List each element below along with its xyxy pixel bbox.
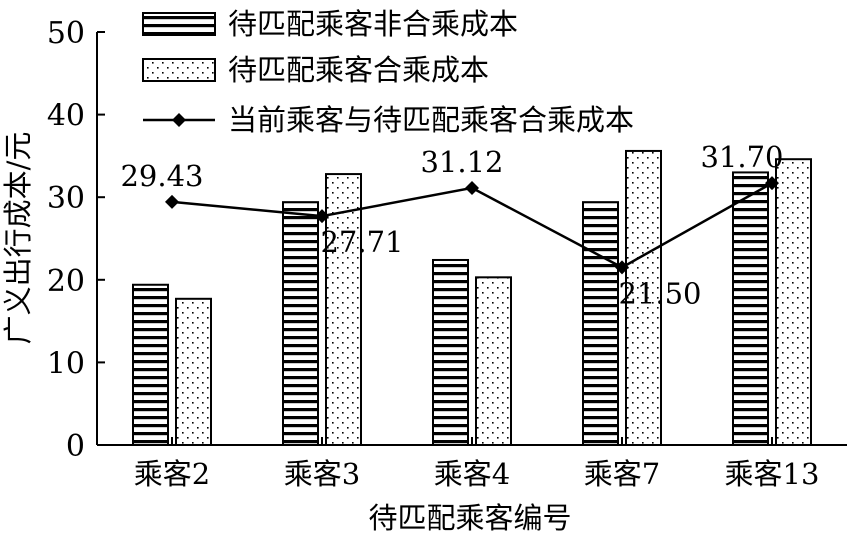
bar-non-shared-cost [432,258,469,447]
bar-shared-cost [475,276,512,446]
bar-shared-cost [175,297,212,446]
data-label: 31.12 [420,145,503,179]
bar-shared-cost [625,149,662,446]
bar-non-shared-cost [582,201,619,446]
line-point-marker [465,180,479,195]
bar-non-shared-cost [132,283,169,447]
legend-swatch-marker [172,113,186,127]
x-tick-label: 乘客3 [284,457,360,491]
y-tick-label: 50 [47,16,85,51]
plot-area: 29.43 27.71 31.12 21.50 31.70 [120,140,812,447]
legend-label: 待匹配乘客合乘成本 [228,53,489,87]
y-tick-label: 40 [47,99,85,134]
line-point-marker [315,209,329,224]
data-label: 31.70 [700,140,783,174]
y-tick-label: 10 [47,346,85,381]
y-axis-label: 广义出行成本/元 [1,132,35,345]
x-tick-label: 乘客2 [134,457,210,491]
data-label: 21.50 [618,276,701,310]
line-point-marker [765,176,779,191]
legend-label: 当前乘客与待匹配乘客合乘成本 [228,103,634,137]
legend-swatch-stripes [142,12,216,36]
x-tick-label: 乘客13 [725,457,820,491]
axes: 0 10 20 30 40 50 乘客2 乘客3 乘客4 乘客7 乘客13 [47,16,847,491]
y-tick-label: 0 [66,429,85,464]
bar-non-shared-cost [282,201,319,446]
line-point-marker [615,260,629,275]
bar-non-shared-cost [732,171,769,446]
legend-label: 待匹配乘客非合乘成本 [228,7,518,41]
y-tick-label: 30 [47,181,85,216]
line-shared-cost-current [171,182,773,269]
data-label: 27.71 [320,225,403,259]
legend-swatch-dots [142,58,216,82]
x-tick-label: 乘客7 [584,457,660,491]
bar-shared-cost [775,158,812,446]
line-point-marker [165,194,179,209]
y-tick-label: 20 [47,264,85,299]
x-tick-label: 乘客4 [434,457,510,491]
x-axis-label: 待匹配乘客编号 [368,501,571,535]
data-label: 29.43 [120,159,203,193]
bar-shared-cost [325,173,362,447]
